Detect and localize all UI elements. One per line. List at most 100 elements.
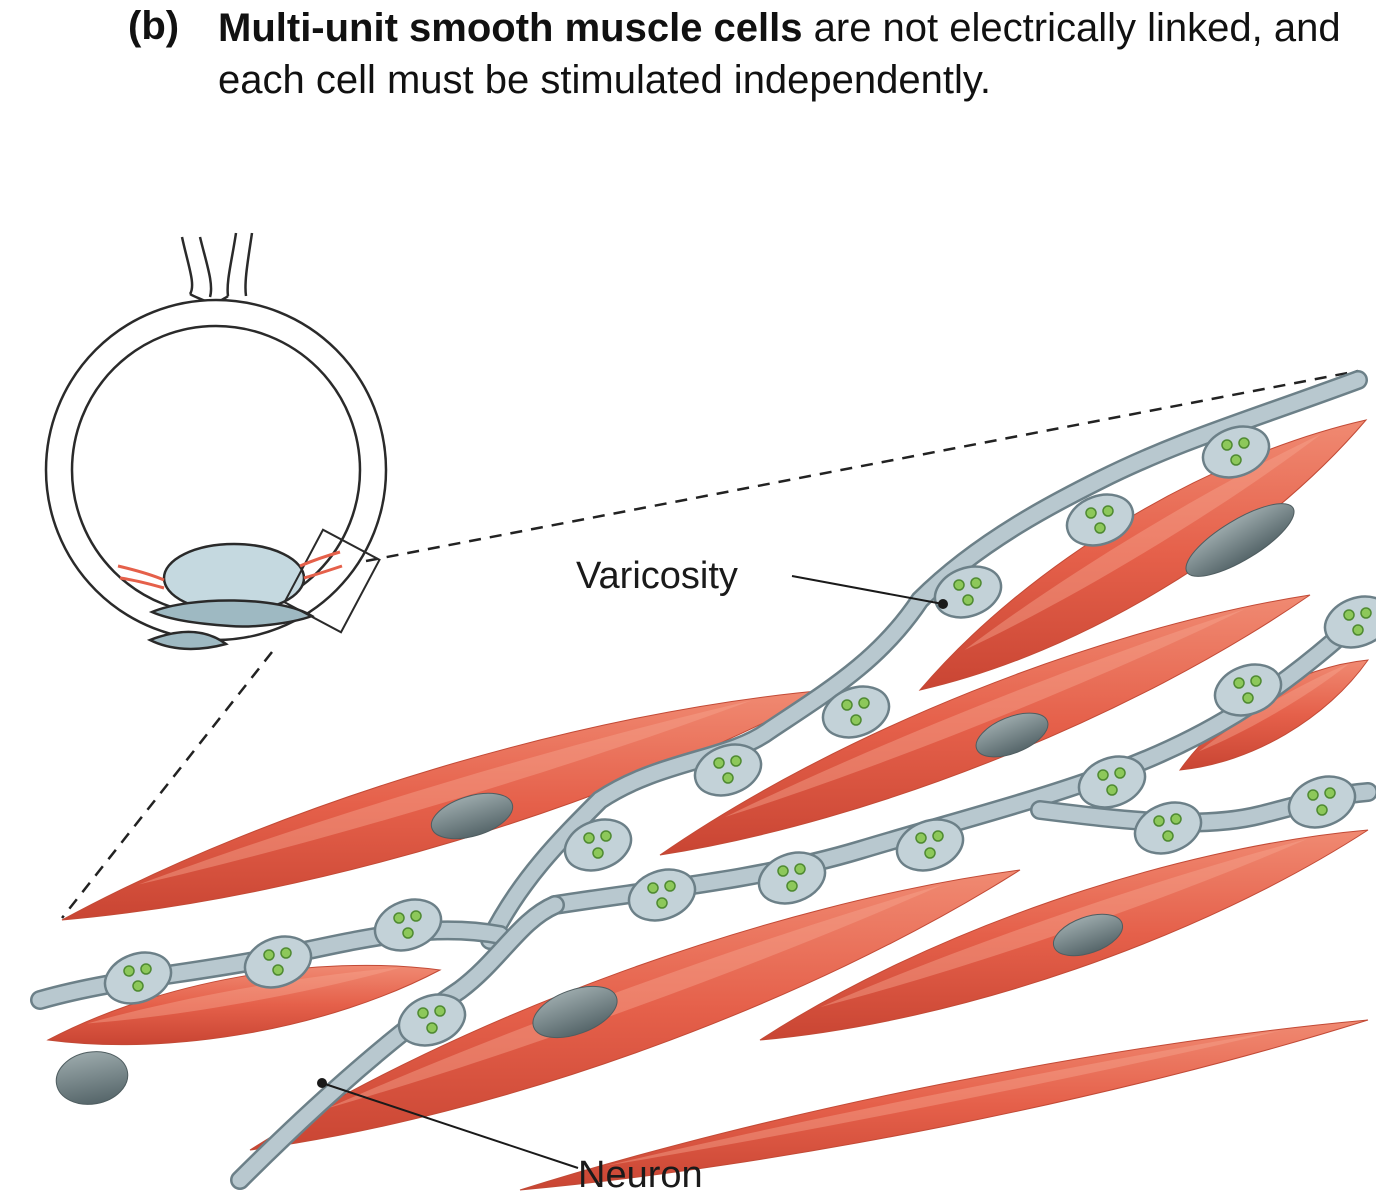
synaptic-vesicle bbox=[280, 947, 292, 959]
synaptic-vesicle bbox=[970, 577, 982, 589]
varicosity bbox=[1213, 663, 1283, 717]
muscle-cell bbox=[759, 829, 1369, 1041]
neuron-leader-dot bbox=[317, 1078, 327, 1088]
synaptic-vesicle bbox=[794, 863, 806, 875]
eye-illustration bbox=[44, 232, 388, 651]
synaptic-vesicle bbox=[962, 594, 974, 606]
synaptic-vesicle bbox=[953, 579, 965, 591]
varicosity bbox=[397, 993, 467, 1047]
synaptic-vesicle bbox=[1230, 454, 1242, 466]
synaptic-vesicle bbox=[426, 1022, 438, 1034]
synaptic-vesicle bbox=[1106, 784, 1118, 796]
figure-caption: (b) Multi-unit smooth muscle cells are n… bbox=[128, 2, 1348, 106]
varicosity bbox=[693, 743, 763, 797]
muscle-cell bbox=[519, 1019, 1369, 1191]
varicosity-layer bbox=[103, 425, 1376, 1047]
synaptic-vesicle bbox=[1250, 675, 1262, 687]
varicosity bbox=[933, 565, 1003, 619]
synaptic-vesicle bbox=[1316, 804, 1328, 816]
synaptic-vesicle bbox=[140, 963, 152, 975]
synaptic-vesicle bbox=[1102, 505, 1114, 517]
varicosity bbox=[895, 818, 965, 872]
label-varicosity: Varicosity bbox=[576, 555, 738, 597]
synaptic-vesicle bbox=[1352, 624, 1364, 636]
varicosity bbox=[373, 898, 443, 952]
synaptic-vesicle bbox=[1233, 677, 1245, 689]
synaptic-vesicle bbox=[850, 714, 862, 726]
neuron-leader-line bbox=[321, 1082, 579, 1169]
synaptic-vesicle bbox=[1238, 437, 1250, 449]
nucleus bbox=[532, 985, 618, 1039]
nucleus bbox=[1185, 503, 1295, 577]
zoom-guide-top bbox=[365, 369, 1359, 563]
synaptic-vesicle bbox=[841, 699, 853, 711]
muscle-cell-layer bbox=[46, 419, 1370, 1191]
synaptic-vesicle bbox=[722, 772, 734, 784]
ciliary-muscle-marks bbox=[117, 550, 343, 590]
synaptic-vesicle bbox=[858, 697, 870, 709]
synaptic-vesicle bbox=[600, 830, 612, 842]
synaptic-vesicle bbox=[1162, 830, 1174, 842]
synaptic-vesicle bbox=[1097, 769, 1109, 781]
synaptic-vesicle bbox=[1360, 607, 1372, 619]
varicosity bbox=[1287, 775, 1357, 829]
synaptic-vesicle bbox=[730, 755, 742, 767]
neuron-branch-upper bbox=[480, 370, 1368, 950]
synaptic-vesicle bbox=[786, 880, 798, 892]
synaptic-vesicle bbox=[272, 964, 284, 976]
varicosity bbox=[1133, 801, 1203, 855]
varicosity bbox=[103, 951, 173, 1005]
varicosity bbox=[1065, 493, 1135, 547]
synaptic-vesicle bbox=[915, 832, 927, 844]
synaptic-vesicle bbox=[1324, 787, 1336, 799]
synaptic-vesicle bbox=[132, 980, 144, 992]
varicosity bbox=[563, 818, 633, 872]
varicosity bbox=[1201, 425, 1271, 479]
varicosity bbox=[757, 851, 827, 905]
synaptic-vesicle bbox=[1242, 692, 1254, 704]
synaptic-vesicle bbox=[713, 757, 725, 769]
synaptic-vesicle bbox=[932, 830, 944, 842]
varicosity bbox=[821, 685, 891, 739]
synaptic-vesicle bbox=[1170, 813, 1182, 825]
muscle-cell bbox=[659, 594, 1311, 856]
zoom-guide-bottom bbox=[61, 651, 273, 919]
synaptic-vesicle bbox=[664, 880, 676, 892]
figure-tag: (b) bbox=[128, 4, 180, 48]
synaptic-vesicle bbox=[1153, 815, 1165, 827]
synaptic-vesicle bbox=[1094, 522, 1106, 534]
synaptic-vesicle bbox=[434, 1005, 446, 1017]
varicosity-leader-dot bbox=[938, 599, 948, 609]
nucleus bbox=[975, 712, 1049, 758]
nucleus bbox=[1052, 913, 1124, 957]
varicosity bbox=[1323, 595, 1376, 649]
muscle-cell bbox=[46, 964, 442, 1105]
synaptic-vesicle bbox=[583, 832, 595, 844]
synaptic-vesicle bbox=[656, 897, 668, 909]
synaptic-vesicle bbox=[1221, 439, 1233, 451]
varicosity bbox=[243, 935, 313, 989]
synaptic-vesicle bbox=[1307, 789, 1319, 801]
synaptic-vesicle bbox=[1114, 767, 1126, 779]
nucleus bbox=[55, 1051, 129, 1105]
muscle-cell bbox=[249, 869, 1021, 1151]
synaptic-vesicle bbox=[393, 912, 405, 924]
varicosity-leader-line bbox=[791, 575, 944, 605]
synaptic-vesicle bbox=[1343, 609, 1355, 621]
muscle-cell bbox=[918, 419, 1368, 691]
synaptic-vesicle bbox=[647, 882, 659, 894]
caption-bold-term: Multi-unit smooth muscle cells bbox=[218, 6, 803, 50]
synaptic-vesicle bbox=[1085, 507, 1097, 519]
synaptic-vesicle bbox=[777, 865, 789, 877]
label-neuron: Neuron bbox=[578, 1154, 703, 1196]
synaptic-vesicle bbox=[402, 927, 414, 939]
caption-text: Multi-unit smooth muscle cells are not e… bbox=[218, 2, 1348, 106]
nucleus bbox=[430, 792, 514, 840]
synaptic-vesicle bbox=[417, 1007, 429, 1019]
caption-description: are not electrically linked, and each ce… bbox=[218, 6, 1341, 102]
varicosity bbox=[1077, 755, 1147, 809]
synaptic-vesicle bbox=[924, 847, 936, 859]
label-leaders bbox=[317, 575, 948, 1169]
synaptic-vesicle bbox=[410, 910, 422, 922]
